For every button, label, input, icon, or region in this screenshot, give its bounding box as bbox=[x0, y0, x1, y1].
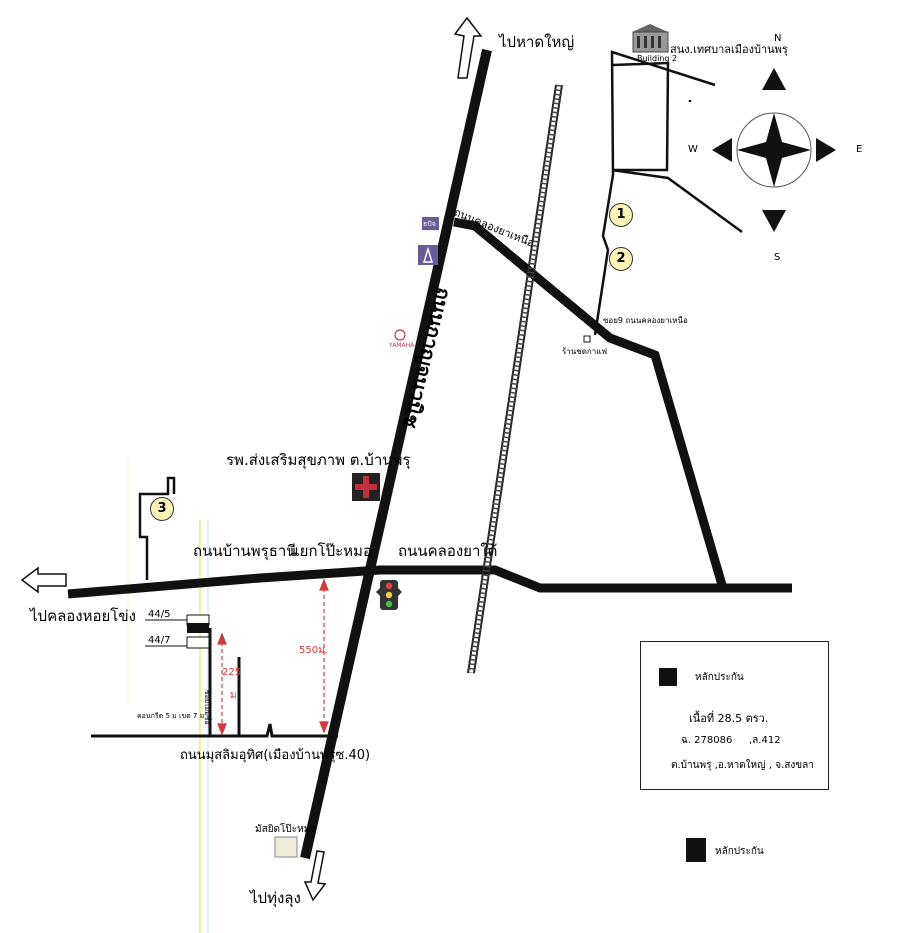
phruthani-road-label: ถนนบ้านพรุธานี bbox=[193, 542, 297, 560]
arrow-to-hoi-khong-icon bbox=[20, 566, 67, 594]
arrow-to-hatyai-icon bbox=[453, 16, 483, 79]
distance-550-label: 550ม. bbox=[299, 645, 328, 656]
house-44-5-label: 44/5 bbox=[148, 609, 171, 620]
mosque-label: มัสยิดโป๊ะหมอ bbox=[255, 824, 317, 835]
intersection-label: แยกโป๊ะหมอ bbox=[290, 542, 372, 560]
east-label: E bbox=[856, 144, 863, 155]
compass-icon bbox=[712, 68, 836, 232]
west-soi bbox=[138, 476, 176, 580]
north-label: N bbox=[774, 33, 782, 44]
sutthi-road-label: ถนนมุสลิมอุทิศ(เมืองบ้านพรุซ.40) bbox=[180, 748, 371, 763]
marker-1: 1 bbox=[609, 203, 633, 227]
legend-box: หลักประกัน เนื้อที่ 28.5 ตรว. ฉ. 278086 … bbox=[640, 641, 829, 790]
to-hoi-khong-label: ไปคลองหอยโข่ง bbox=[30, 607, 136, 625]
to-thung-lung-label: ไปทุ่งลุง bbox=[250, 889, 301, 907]
yamaha-label: YAMAHA bbox=[389, 342, 415, 349]
arrow-to-thung-lung-icon bbox=[303, 850, 327, 902]
khlong-ya-tai-label: ถนนคลองยาใต้ bbox=[398, 542, 498, 560]
concrete-label: คอนกรีต 5 ม เขต 7 ม bbox=[137, 712, 205, 720]
marker-2: 2 bbox=[609, 247, 633, 271]
sw-small-roads bbox=[91, 628, 338, 738]
mosque-icon bbox=[274, 836, 298, 858]
shop-sign-label: ธปัจ bbox=[423, 220, 436, 228]
building-label: Building 2 bbox=[637, 54, 678, 63]
distance-550 bbox=[319, 578, 329, 734]
municipality-label: สนง.เทศบาลเมืองบ้านพรุ bbox=[670, 43, 788, 56]
south-label: S bbox=[774, 252, 781, 263]
soi9-label: ซอย9 ถนนคลองยาเหนือ bbox=[603, 316, 688, 325]
legend-land-number: ,ล.412 bbox=[749, 735, 781, 746]
distance-225 bbox=[217, 632, 227, 736]
main-road bbox=[300, 48, 492, 860]
legend-deed-number: ฉ. 278086 bbox=[681, 735, 733, 746]
ne-small-roads bbox=[593, 50, 743, 336]
legend-area: เนื้อที่ 28.5 ตรว. bbox=[689, 712, 769, 725]
distance-225-label: 225 bbox=[222, 667, 242, 678]
traffic-light-icon bbox=[376, 580, 402, 610]
shop-sign-icon bbox=[418, 217, 439, 265]
khlong-ya-nuea-road bbox=[453, 217, 727, 587]
east-west-road bbox=[67, 565, 792, 599]
legend-location: ต.บ้านพรุ ,อ.หาดใหญ่ , จ.สงขลา bbox=[671, 760, 814, 771]
coffee-shop-label: ร้านชดกาแฟ bbox=[562, 347, 608, 356]
bottom-collateral-square-icon bbox=[686, 838, 706, 862]
yamaha-icon bbox=[394, 329, 406, 341]
west-label: W bbox=[688, 144, 698, 155]
building-icon bbox=[632, 24, 669, 53]
distance-225-unit: ม bbox=[230, 690, 237, 701]
railway bbox=[467, 84, 563, 674]
coffee-shop-box bbox=[583, 335, 591, 343]
house-44-5-fill bbox=[187, 623, 209, 633]
hospital-cross-icon bbox=[352, 473, 380, 501]
marker-3: 3 bbox=[150, 497, 174, 521]
legend-title: หลักประกัน bbox=[695, 672, 744, 683]
house-44-7-label: 44/7 bbox=[148, 635, 171, 646]
bottom-legend-label: หลักประกัน bbox=[715, 846, 764, 857]
legend-collateral-square-icon bbox=[659, 668, 677, 686]
house-44-7 bbox=[186, 636, 210, 649]
hospital-label: รพ.ส่งเสริมสุขภาพ ต.บ้านพรุ bbox=[226, 451, 411, 469]
to-hatyai-label: ไปหาดใหญ่ bbox=[499, 33, 575, 51]
